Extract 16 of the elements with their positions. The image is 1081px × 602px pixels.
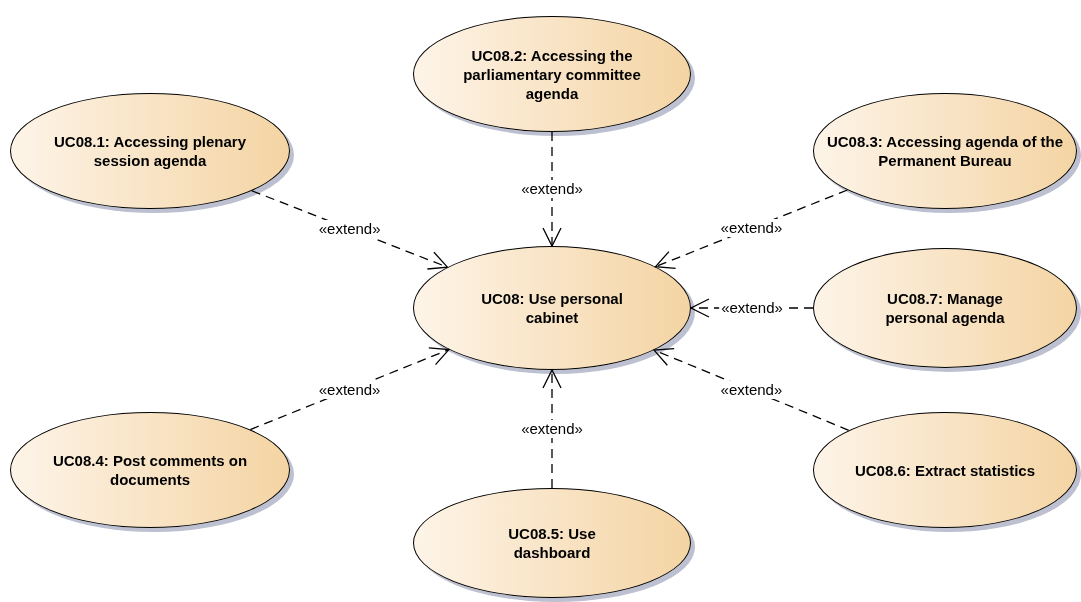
extend-arrow [542,369,562,489]
use-case-name: UC08.1: Accessing plenary session agenda [53,132,247,170]
use-case-name: UC08.5: Use dashboard [507,524,597,562]
edge-label: «extend» [718,381,785,400]
edge-label: «extend» [718,219,785,238]
use-case-name: UC08.6: Extract statistics [854,460,1036,480]
edge-label: «extend» [519,180,585,198]
use-case-name: UC08: Use personal cabinet [480,289,624,327]
extend-arrow [542,131,562,247]
use-case-name: UC08.2: Accessing the parliamentary committee agenda [462,45,642,103]
use-case-name: UC08.3: Accessing agenda of the Permanent Bureau [825,132,1065,170]
edge-label: «extend» [519,420,585,438]
edge-label: «extend» [316,219,383,238]
edge-label: «extend» [316,380,383,399]
use-case-name: UC08.4: Post comments on documents [51,451,249,489]
use-case-name: UC08.7: Manage personal agenda [884,289,1006,327]
